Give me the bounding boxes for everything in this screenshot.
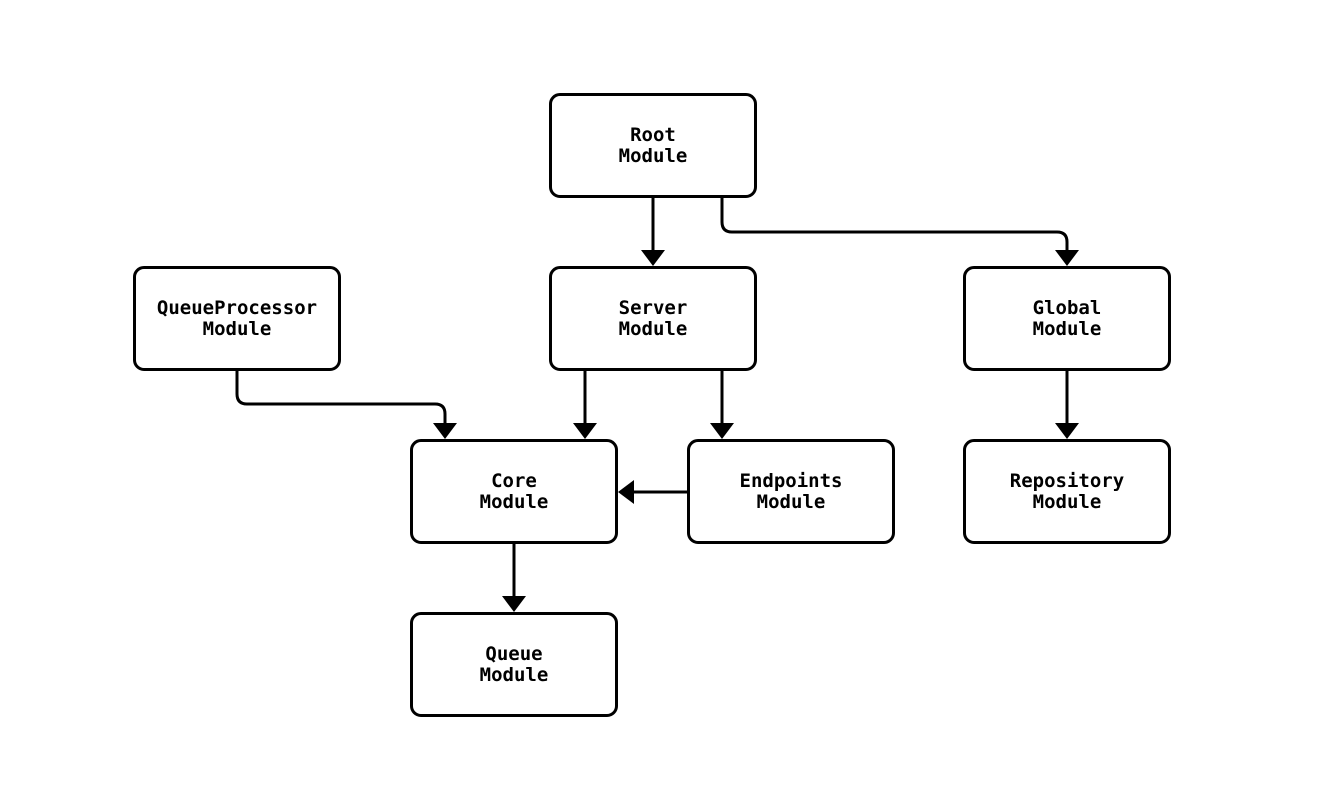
edge-server-to-core — [573, 371, 597, 439]
node-root-module: Root Module — [549, 93, 757, 198]
node-queueprocessor-module-label: QueueProcessor Module — [156, 296, 318, 340]
node-queueprocessor-module: QueueProcessor Module — [133, 266, 341, 371]
node-global-module-label: Global Module — [1032, 296, 1102, 340]
node-server-module: Server Module — [549, 266, 757, 371]
node-repository-module: Repository Module — [963, 439, 1171, 544]
node-root-module-label: Root Module — [618, 123, 688, 167]
edge-endpoints-to-core — [618, 480, 687, 504]
node-endpoints-module-label: Endpoints Module — [739, 469, 843, 513]
edge-root-to-server — [641, 198, 665, 266]
edge-server-to-endpoints — [710, 371, 734, 439]
edge-queueprocessor-to-core — [235, 371, 457, 439]
node-queue-module-label: Queue Module — [479, 642, 549, 686]
node-global-module: Global Module — [963, 266, 1171, 371]
node-server-module-label: Server Module — [618, 296, 688, 340]
node-repository-module-label: Repository Module — [1009, 469, 1125, 513]
node-core-module-label: Core Module — [479, 469, 549, 513]
node-core-module: Core Module — [410, 439, 618, 544]
edge-root-to-global — [720, 198, 1079, 266]
edge-core-to-queue — [502, 544, 526, 612]
node-queue-module: Queue Module — [410, 612, 618, 717]
edge-global-to-repository — [1055, 371, 1079, 439]
node-endpoints-module: Endpoints Module — [687, 439, 895, 544]
